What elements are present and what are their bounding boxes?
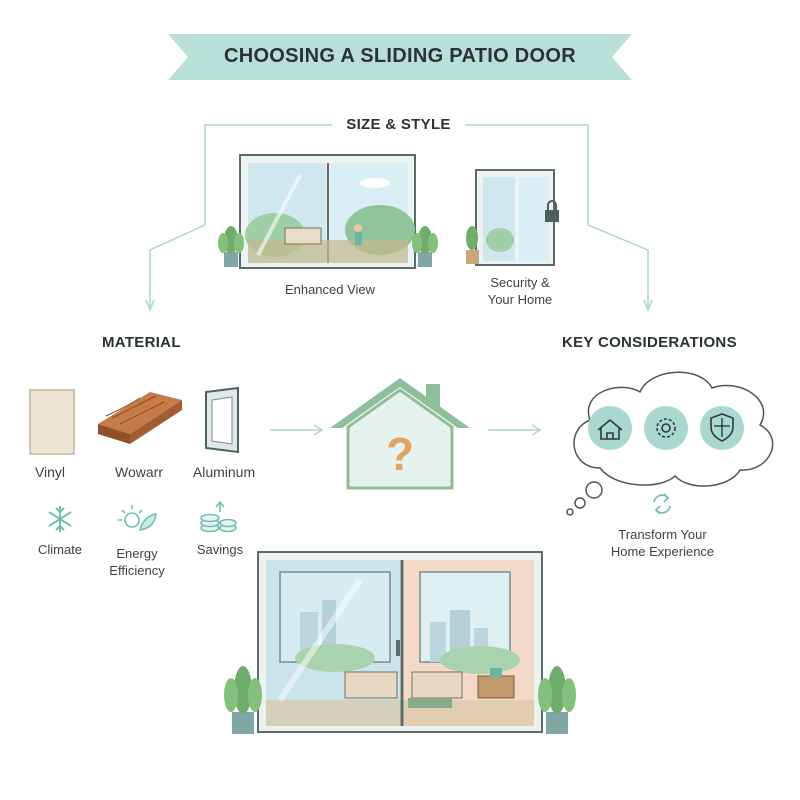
potted-plant-left-2: [224, 666, 262, 734]
refresh-arrows-icon: [653, 493, 671, 515]
aluminum-frame-icon: [205, 386, 239, 454]
large-patio-door-illustration: [257, 551, 543, 733]
security-label-line2: Your Home: [487, 292, 553, 307]
shield-icon: [700, 406, 744, 450]
material-heading: MATERIAL: [102, 334, 181, 351]
key-considerations-heading: KEY CONSIDERATIONS: [562, 334, 737, 351]
enhanced-view-label: Enhanced View: [284, 282, 376, 297]
title-ribbon: [168, 34, 632, 80]
coins-icon: [200, 500, 237, 533]
gear-icon: [644, 406, 688, 450]
security-label: Security & Your Home: [470, 274, 570, 308]
transform-label: Transform Your Home Experience: [590, 526, 735, 560]
transform-label-line2: Home Experience: [610, 544, 715, 559]
enhanced-view-door-illustration: [239, 154, 416, 269]
material-label-vinyl: Vinyl: [34, 464, 66, 480]
home-icon: [588, 406, 632, 450]
potted-plant-right-1: [412, 226, 438, 267]
sun-leaf-icon: [118, 505, 157, 531]
potted-plant-security: [466, 226, 479, 264]
benefit-label-savings: Savings: [196, 542, 244, 557]
transform-label-line1: Transform Your: [618, 527, 707, 542]
material-label-aluminum: Aluminum: [192, 464, 256, 480]
wood-plank-icon: [98, 392, 182, 444]
potted-plant-left-1: [218, 226, 244, 267]
material-label-wood: Wowarr: [115, 464, 163, 480]
house-question-icon: ?: [330, 378, 470, 490]
vinyl-swatch-icon: [29, 389, 75, 455]
security-label-line1: Security &: [490, 275, 550, 290]
size-style-heading: SIZE & STYLE: [346, 116, 451, 133]
page-title: CHOOSING A SLIDING PATIO DOOR: [223, 45, 577, 67]
svg-text:?: ?: [386, 428, 414, 480]
benefit-label-energy: Energy Efficiency: [97, 545, 177, 579]
snowflake-icon: [48, 506, 72, 532]
benefit-label-climate: Climate: [37, 542, 83, 557]
connector-lines: [145, 124, 653, 436]
security-door-illustration: [475, 169, 559, 266]
benefit-label-energy-line2: Efficiency: [109, 563, 165, 578]
benefit-label-energy-line1: Energy: [116, 546, 158, 561]
potted-plant-right-2: [538, 666, 576, 734]
